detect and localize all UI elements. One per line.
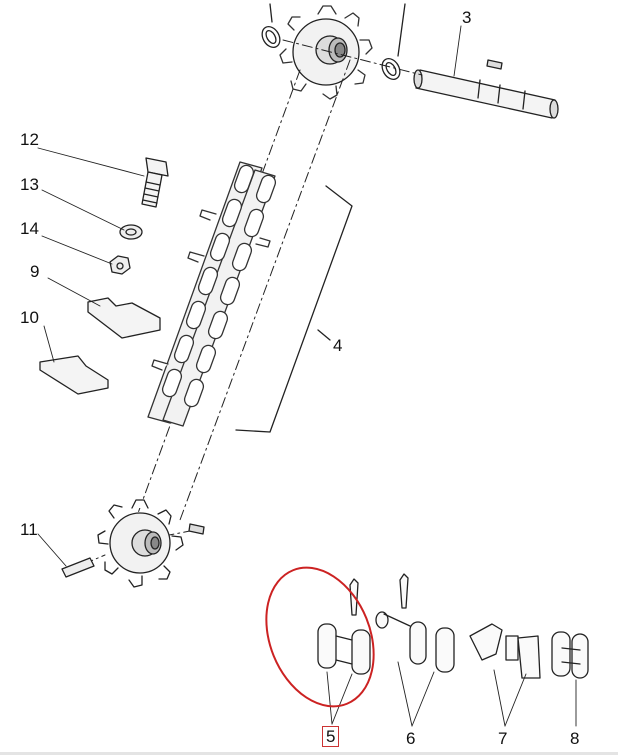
callout-8: 8 [570, 729, 580, 748]
callout-7: 7 [498, 729, 508, 748]
snap-ring-right [381, 58, 401, 80]
clamp-plate-upper [87, 297, 161, 339]
drive-shaft [413, 69, 559, 119]
bottom-rule [0, 752, 618, 755]
callout-14: 14 [20, 219, 39, 238]
callout-5: 5 [322, 726, 340, 747]
upper-sprocket [279, 5, 373, 100]
sprocket-key [188, 523, 205, 535]
chain-bracket [235, 185, 353, 433]
bolt [141, 157, 169, 208]
roll-pin [61, 557, 95, 578]
highlight-circle [265, 566, 375, 708]
attachment-link [469, 623, 541, 679]
hex-nut [109, 255, 131, 275]
roller-link [551, 631, 589, 679]
snap-ring-left [261, 26, 281, 48]
callout-9: 9 [30, 262, 40, 281]
callout-13: 13 [20, 175, 39, 194]
callout-3: 3 [462, 8, 472, 27]
callout-10: 10 [20, 308, 39, 327]
offset-link [375, 573, 455, 673]
lower-sprocket [97, 499, 184, 588]
clamp-plate-lower [39, 355, 109, 395]
connecting-link [317, 578, 371, 675]
lock-washer [119, 224, 143, 240]
callout-11: 11 [20, 520, 38, 539]
drive-chain [147, 161, 277, 427]
callout-4: 4 [333, 336, 343, 355]
callout-12: 12 [20, 130, 39, 149]
shaft-key [486, 59, 503, 70]
callout-6: 6 [406, 729, 416, 748]
